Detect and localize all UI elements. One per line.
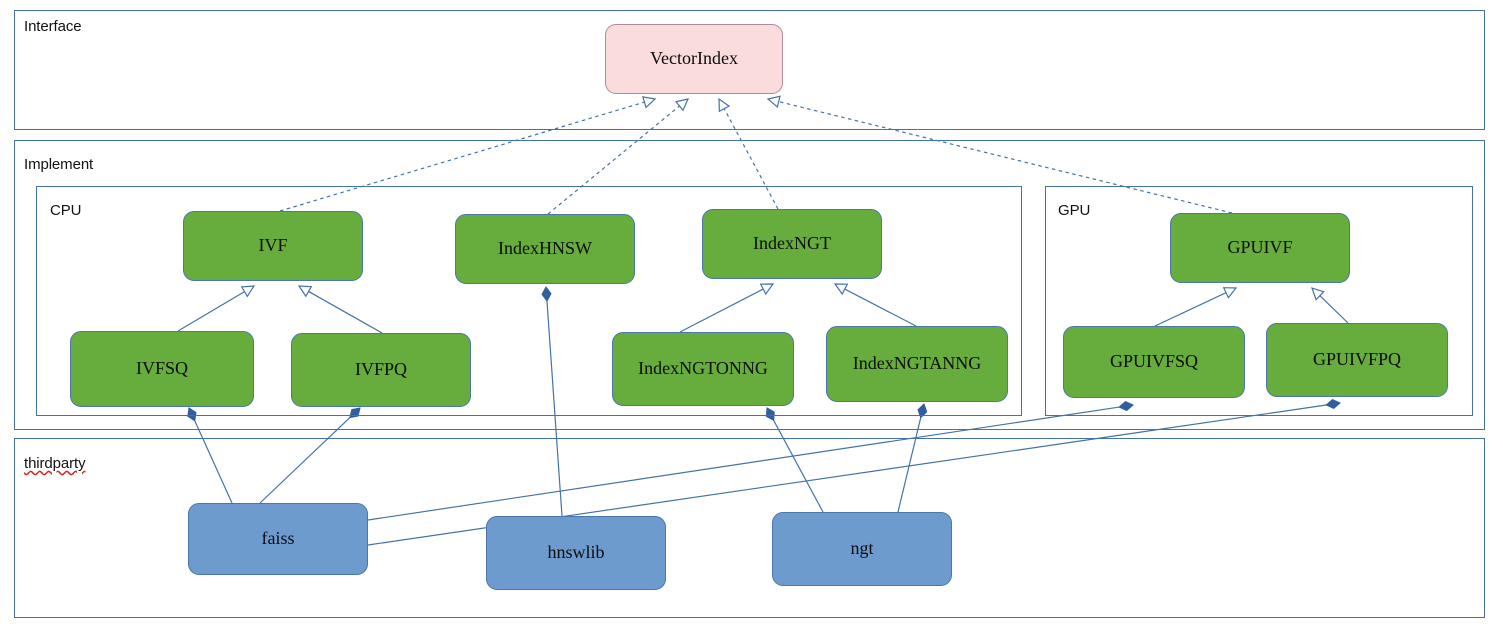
container-gpu [1045, 186, 1473, 416]
node-ivfsq[interactable]: IVFSQ [70, 331, 254, 407]
container-cpu [36, 186, 1022, 416]
container-label-cpu: CPU [50, 202, 82, 219]
node-indexngt[interactable]: IndexNGT [702, 209, 882, 279]
container-thirdparty [14, 438, 1485, 618]
container-label-gpu: GPU [1058, 202, 1091, 219]
node-indexngtanng[interactable]: IndexNGTANNG [826, 326, 1008, 402]
node-indexngtonng[interactable]: IndexNGTONNG [612, 332, 794, 406]
node-ivfpq[interactable]: IVFPQ [291, 333, 471, 407]
node-ngt[interactable]: ngt [772, 512, 952, 586]
container-label-implement: Implement [24, 156, 94, 173]
node-faiss[interactable]: faiss [188, 503, 368, 575]
container-implement [14, 140, 1485, 430]
node-indexhnsw[interactable]: IndexHNSW [455, 214, 635, 284]
node-vectorindex[interactable]: VectorIndex [605, 24, 783, 94]
node-gpuivf[interactable]: GPUIVF [1170, 213, 1350, 283]
node-ivf[interactable]: IVF [183, 211, 363, 281]
container-label-interface: Interface [24, 18, 82, 35]
node-gpuivfsq[interactable]: GPUIVFSQ [1063, 326, 1245, 398]
container-label-thirdparty: thirdparty [24, 455, 86, 472]
node-hnswlib[interactable]: hnswlib [486, 516, 666, 590]
node-gpuivfpq[interactable]: GPUIVFPQ [1266, 323, 1448, 397]
container-interface [14, 10, 1485, 130]
